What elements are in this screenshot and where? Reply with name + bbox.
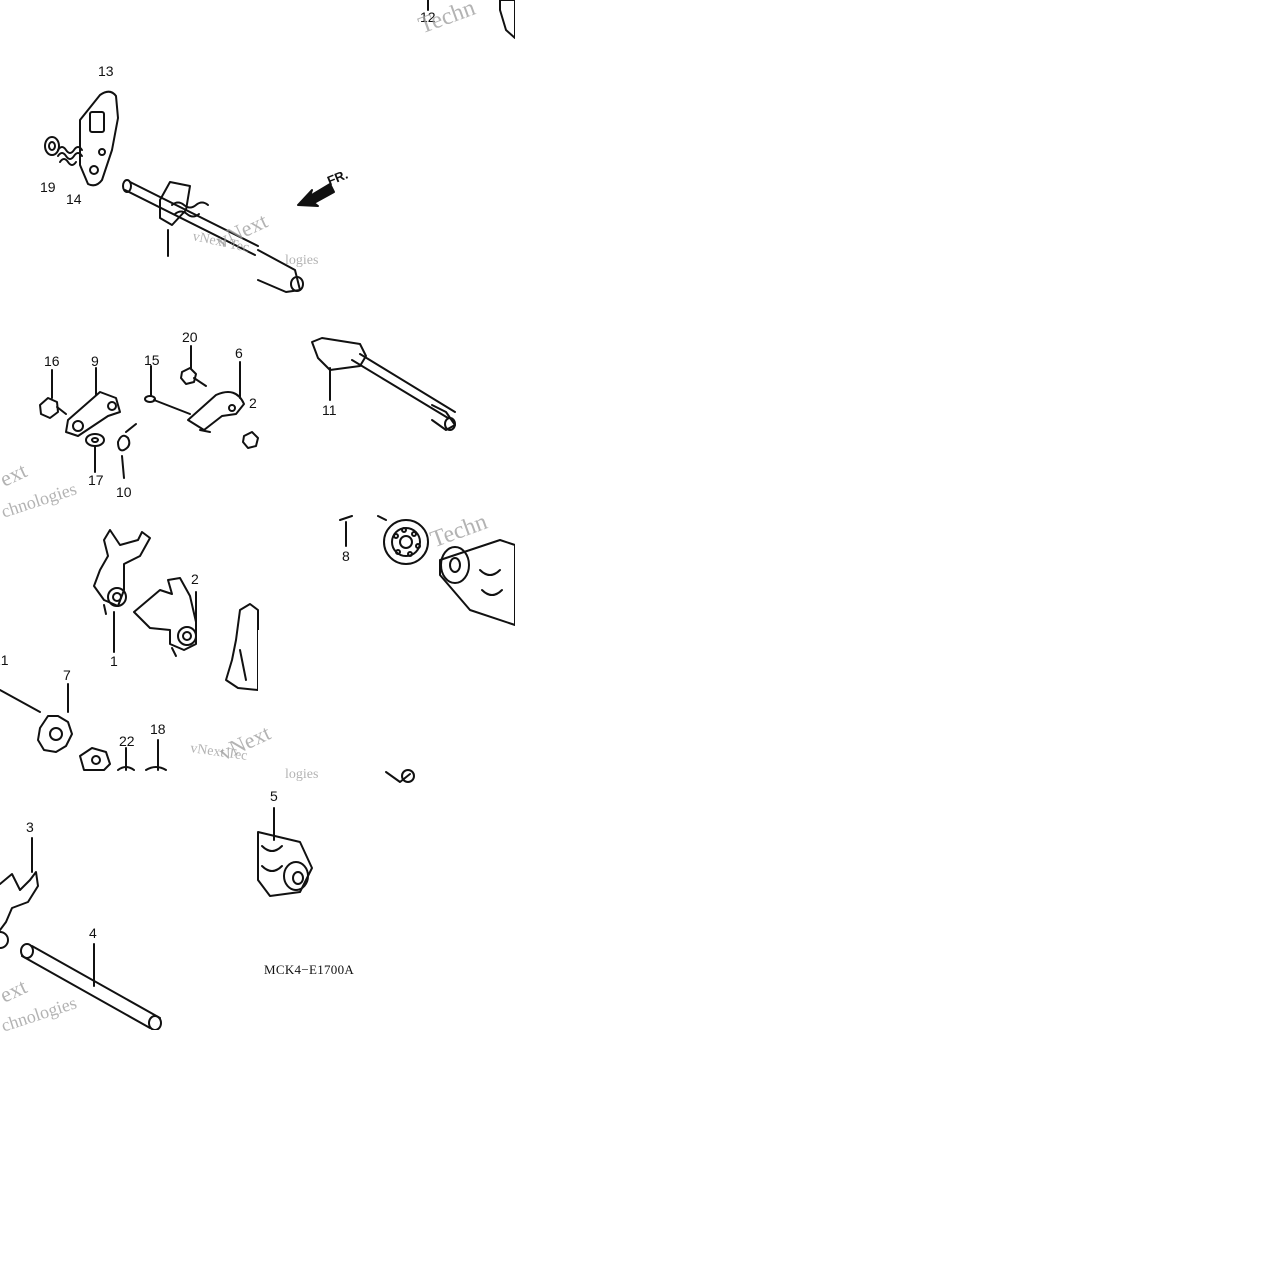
- callout-16: 16: [44, 353, 60, 369]
- callout-10: 10: [116, 484, 132, 500]
- callout-15: 15: [144, 352, 160, 368]
- callout-17: 17: [88, 472, 104, 488]
- stopper-arm-9: [65, 367, 121, 437]
- gearshift-spindle-11: [311, 337, 456, 431]
- shift-fork-partial: [225, 603, 259, 691]
- callout-13: 13: [98, 63, 114, 79]
- callout-12: 12: [420, 9, 436, 25]
- drum-center-7: [0, 683, 111, 771]
- gearshift-spindle-12: [122, 179, 304, 293]
- callout-9: 9: [91, 353, 99, 369]
- callout-20: 20: [182, 329, 198, 345]
- pin-15: [144, 365, 191, 415]
- shift-fork-1: [93, 529, 151, 653]
- callout-6: 6: [235, 345, 243, 361]
- stopper-plate-13: [79, 90, 119, 187]
- shift-fork-2: [133, 577, 197, 657]
- watermark-lower-line2: logies: [285, 767, 319, 782]
- callout-8: 8: [342, 548, 350, 564]
- callout-4: 4: [89, 925, 97, 941]
- bearing-8: [339, 515, 429, 565]
- shift-drum-top: [439, 539, 516, 626]
- watermark-upper-line2: logies: [285, 253, 319, 268]
- callout-3: 3: [26, 819, 34, 835]
- callout-1: 1: [110, 653, 118, 669]
- callout-14: 14: [66, 191, 82, 207]
- spring-14: [57, 146, 83, 166]
- drum-shifter-6: [187, 361, 245, 433]
- callout-22: 22: [119, 733, 135, 749]
- bolt-20: [180, 345, 207, 387]
- callout-11: 11: [322, 402, 337, 418]
- bolt-16: [39, 369, 67, 419]
- callout-12-leader: [427, 0, 516, 39]
- shift-drum-5: [257, 769, 415, 897]
- front-direction-arrow-icon: [297, 183, 335, 207]
- return-spring-10: [117, 423, 137, 479]
- callout-19: 19: [40, 179, 56, 195]
- callout-5: 5: [270, 788, 278, 804]
- fork-shaft-4: [20, 943, 162, 1031]
- shift-fork-3: [0, 837, 39, 949]
- callout-18: 18: [150, 721, 166, 737]
- nut-2: [242, 431, 259, 449]
- diagram-code: MCK4−E1700A: [264, 962, 355, 977]
- washer-17: [85, 433, 105, 473]
- callout-2-a: 2: [249, 395, 257, 411]
- callout-21: 21: [0, 652, 9, 668]
- part-22-18: [117, 739, 167, 771]
- callout-7: 7: [63, 667, 71, 683]
- clip-19: [44, 136, 60, 156]
- callout-2: 2: [191, 571, 199, 587]
